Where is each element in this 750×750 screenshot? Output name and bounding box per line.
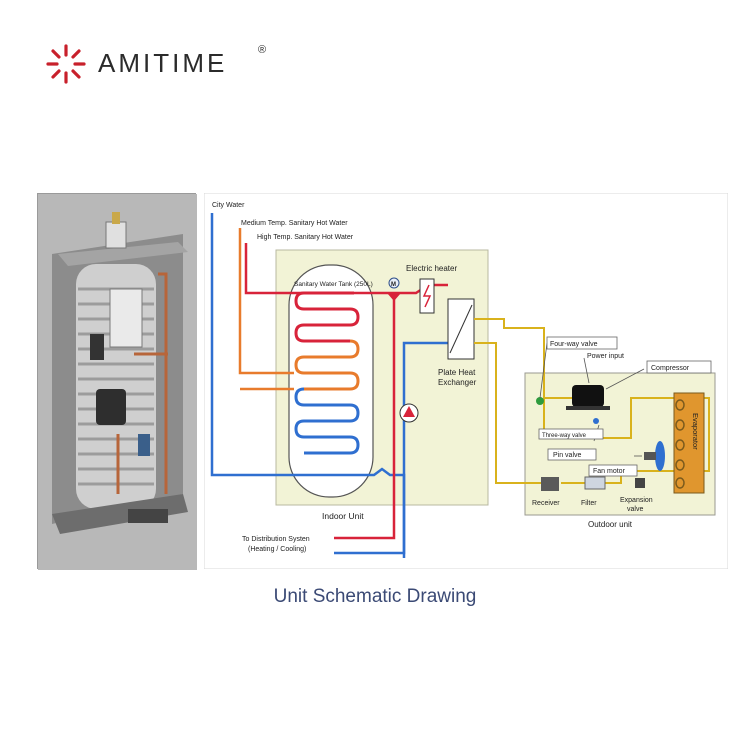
label-tank: Sanitary Water Tank (250L) [294, 281, 373, 288]
amitime-logo-icon [46, 44, 86, 84]
compressor-icon [572, 385, 604, 407]
sanitary-water-tank [288, 264, 374, 498]
four-way-valve-icon [536, 397, 544, 405]
label-fan-motor: Fan motor [593, 468, 626, 475]
unit-schematic-diagram: City Water Medium Temp. Sanitary Hot Wat… [204, 193, 728, 569]
label-plate-heat-2: Exchanger [438, 378, 477, 387]
figure-caption: Unit Schematic Drawing [273, 586, 477, 607]
label-expansion-1: Expansion [620, 497, 653, 504]
label-compressor: Compressor [651, 365, 690, 372]
unit-render-image [37, 193, 197, 570]
label-filter: Filter [581, 500, 597, 507]
label-three-way-valve: Three-way valve [542, 433, 587, 439]
brand-header: AMITIME ® [40, 40, 300, 84]
label-medium-temp: Medium Temp. Sanitary Hot Water [241, 220, 348, 227]
label-receiver: Receiver [532, 500, 560, 507]
label-expansion-2: valve [627, 506, 643, 513]
brand-name: AMITIME [98, 48, 228, 78]
unit-render-illustration [38, 194, 197, 570]
expansion-valve-icon [635, 478, 645, 488]
label-high-temp: High Temp. Sanitary Hot Water [257, 234, 354, 241]
label-four-way-valve: Four-way valve [550, 341, 598, 348]
label-distribution-2: (Heating / Cooling) [248, 546, 306, 553]
fan-icon [655, 441, 665, 471]
motorized-valve-icon [388, 277, 400, 289]
label-outdoor-unit: Outdoor unit [588, 520, 633, 529]
label-electric-heater: Electric heater [406, 264, 457, 273]
label-pin-valve: Pin valve [553, 452, 582, 459]
label-indoor-unit: Indoor Unit [322, 511, 364, 521]
label-motor-m: M [391, 282, 396, 288]
registered-mark: ® [258, 44, 267, 56]
label-city-water: City Water [212, 202, 245, 209]
filter-icon [584, 476, 606, 490]
receiver-icon [541, 477, 559, 491]
label-power-input: Power input [587, 353, 624, 360]
label-plate-heat-1: Plate Heat [438, 368, 476, 377]
label-distribution-1: To Distribution Systen [242, 536, 310, 543]
label-evaporator: Evaporator [691, 413, 700, 450]
